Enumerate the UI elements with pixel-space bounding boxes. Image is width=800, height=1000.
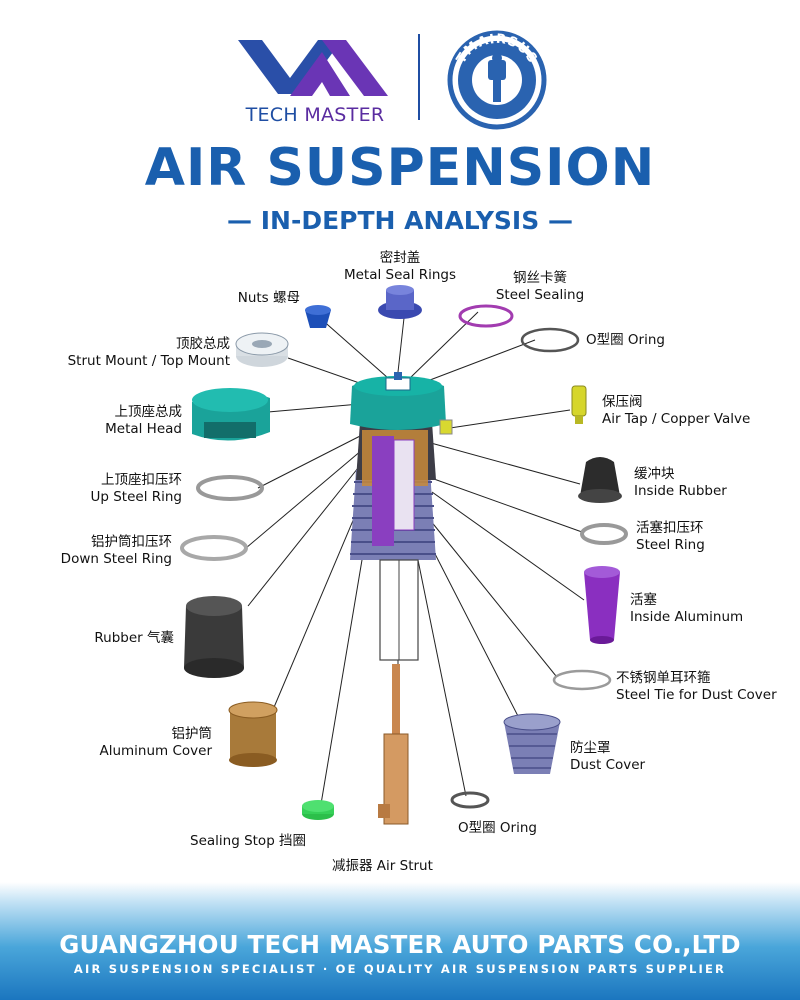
label-sealing-stop-text: Sealing Stop 挡圈 [190, 833, 307, 849]
label-metal-seal-rings-en: Metal Seal Rings [343, 267, 457, 283]
tmairsus-seal-logo [447, 30, 547, 130]
label-steel-tie-cn: 不锈钢单耳环箍 [616, 670, 711, 686]
rubber-part [184, 596, 244, 678]
label-air-tap-en: Air Tap / Copper Valve [602, 411, 751, 427]
metal-seal-rings-part [378, 285, 422, 319]
nuts-part [305, 305, 331, 328]
label-up-steel-ring: 上顶座扣压环 Up Steel Ring [60, 472, 182, 506]
label-up-steel-ring-cn: 上顶座扣压环 [101, 472, 182, 488]
label-metal-head-cn: 上顶座总成 [114, 404, 183, 420]
company-tagline: AIR SUSPENSION SPECIALIST · OE QUALITY A… [73, 962, 727, 976]
label-dust-cover-cn: 防尘罩 [570, 740, 611, 756]
label-strut-mount-cn: 顶胶总成 [176, 336, 230, 352]
leader-lines [245, 311, 585, 811]
brand-master: MASTER [304, 104, 385, 126]
dust-cover-part [503, 713, 561, 774]
label-metal-seal-rings: 密封盖 Metal Seal Rings [330, 250, 470, 284]
svg-text:TMAIRSUS: TMAIRSUS [454, 33, 540, 66]
label-down-steel-ring: 铝护筒扣压环 Down Steel Ring [40, 534, 172, 568]
label-down-steel-ring-en: Down Steel Ring [60, 551, 172, 567]
label-inside-aluminum: 活塞 Inside Aluminum [630, 592, 743, 626]
label-nuts-text: Nuts 螺母 [237, 290, 300, 306]
steel-sealing-part [458, 304, 514, 328]
label-steel-tie: 不锈钢单耳环箍 Steel Tie for Dust Cover [616, 670, 777, 704]
brand-name: TECH MASTER [230, 104, 400, 126]
label-steel-sealing-en: Steel Sealing [495, 287, 585, 303]
label-air-strut-text: 减振器 Air Strut [332, 858, 433, 874]
label-steel-sealing-cn: 钢丝卡簧 [513, 270, 567, 286]
label-aluminum-cover: 铝护筒 Aluminum Cover [60, 726, 212, 760]
label-air-tap: 保压阀 Air Tap / Copper Valve [602, 394, 750, 428]
label-rubber-text: Rubber 气囊 [94, 630, 174, 646]
air-strut-assembly [350, 372, 453, 661]
label-inside-aluminum-en: Inside Aluminum [630, 609, 744, 625]
page-subtitle: — IN-DEPTH ANALYSIS — [227, 206, 573, 235]
label-steel-tie-en: Steel Tie for Dust Cover [616, 687, 777, 703]
piston-steel-ring-part [580, 523, 628, 545]
label-nuts: Nuts 螺母 [190, 290, 300, 307]
label-strut-mount-en: Strut Mount / Top Mount [67, 353, 230, 369]
label-piston-steel-ring: 活塞扣压环 Steel Ring [636, 520, 705, 554]
inside-rubber-part [578, 457, 622, 503]
label-metal-head-en: Metal Head [105, 421, 182, 437]
label-strut-mount: 顶胶总成 Strut Mount / Top Mount [40, 336, 230, 370]
logo-divider [418, 34, 420, 120]
label-steel-sealing: 钢丝卡簧 Steel Sealing [480, 270, 600, 304]
label-down-steel-ring-cn: 铝护筒扣压环 [91, 534, 172, 550]
footer-banner [0, 882, 800, 1000]
metal-head-part [192, 388, 270, 441]
company-name: GUANGZHOU TECH MASTER AUTO PARTS CO.,LTD [59, 930, 741, 959]
aluminum-cover-part [228, 701, 278, 767]
label-oring-top-text: O型圈 Oring [586, 332, 665, 348]
brand-tech: TECH [245, 104, 298, 126]
label-air-tap-cn: 保压阀 [602, 394, 643, 410]
label-aluminum-cover-cn: 铝护筒 [171, 726, 213, 742]
steel-tie-part [552, 669, 612, 691]
up-steel-ring-part [196, 475, 264, 501]
label-oring-bottom-text: O型圈 Oring [458, 820, 537, 836]
strut-mount-part [235, 332, 289, 367]
oring-bottom-part [450, 791, 490, 809]
air-strut-rod-part [378, 664, 409, 825]
label-oring-bottom: O型圈 Oring [458, 820, 537, 837]
label-inside-rubber-en: Inside Rubber [634, 483, 727, 499]
tech-master-logo-mark [238, 40, 388, 96]
label-aluminum-cover-en: Aluminum Cover [99, 743, 212, 759]
inside-aluminum-part [584, 566, 620, 644]
sealing-stop-part [302, 800, 334, 820]
seal-text: TMAIRSUS [454, 33, 539, 66]
seal-text-ring: TMAIRSUS [454, 33, 540, 66]
label-dust-cover-en: Dust Cover [570, 757, 646, 773]
label-air-strut: 减振器 Air Strut [332, 858, 433, 875]
label-oring-top: O型圈 Oring [586, 332, 665, 349]
label-up-steel-ring-en: Up Steel Ring [90, 489, 182, 505]
down-steel-ring-part [180, 535, 248, 561]
label-metal-seal-rings-cn: 密封盖 [379, 250, 421, 266]
label-dust-cover: 防尘罩 Dust Cover [570, 740, 645, 774]
label-metal-head: 上顶座总成 Metal Head [60, 404, 182, 438]
label-inside-aluminum-cn: 活塞 [630, 592, 657, 608]
label-piston-steel-ring-en: Steel Ring [636, 537, 705, 553]
air-tap-part [571, 385, 587, 424]
label-sealing-stop: Sealing Stop 挡圈 [190, 833, 306, 850]
label-inside-rubber-cn: 缓冲块 [634, 466, 675, 482]
page-title: AIR SUSPENSION [144, 138, 656, 198]
label-piston-steel-ring-cn: 活塞扣压环 [636, 520, 704, 536]
label-inside-rubber: 缓冲块 Inside Rubber [634, 466, 727, 500]
label-rubber: Rubber 气囊 [60, 630, 174, 647]
oring-top-part [520, 327, 580, 353]
